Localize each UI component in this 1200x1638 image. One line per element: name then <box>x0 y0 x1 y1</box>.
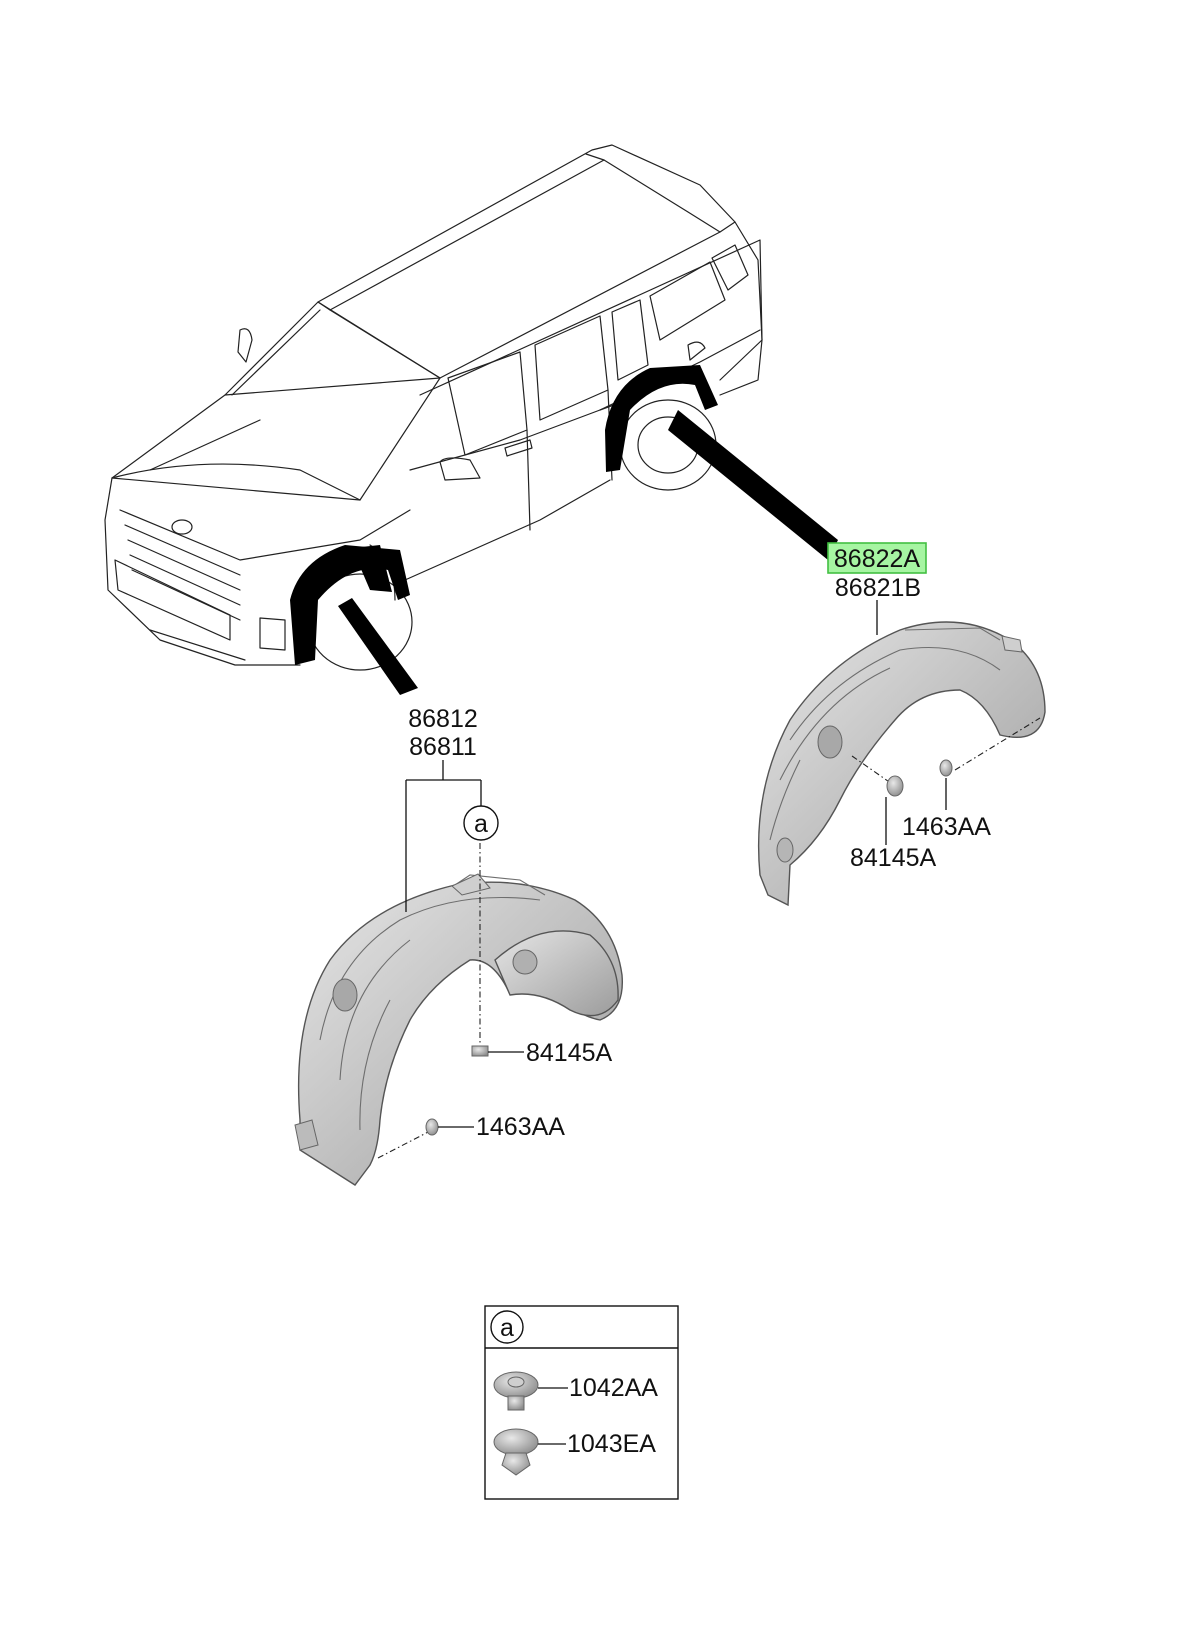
rear-nut-label[interactable]: 84145A <box>850 844 937 872</box>
front-screw-axis <box>377 1129 433 1159</box>
front-screw-label[interactable]: 1463AA <box>476 1113 565 1141</box>
legend-item-1043EA[interactable]: 1043EA <box>567 1430 656 1458</box>
part-86812-label[interactable]: 86812 <box>408 705 478 733</box>
fastener-legend-box: a 1042AA 1043EA <box>484 1305 679 1500</box>
legend-header-circle[interactable]: a <box>490 1310 524 1344</box>
part-86822A-text: 86822A <box>834 545 921 573</box>
part-86822A-label[interactable]: 86822A <box>827 542 927 574</box>
clip-1043EA-icon <box>493 1428 539 1476</box>
rear-wheel-liner <box>757 621 1046 907</box>
part-86821B-label[interactable]: 86821B <box>835 574 921 602</box>
legend-header-letter: a <box>500 1314 514 1342</box>
front-fender-band <box>290 545 410 665</box>
rear-nut-icon <box>886 775 904 797</box>
rear-screw-icon <box>939 759 953 777</box>
legend-item-1042AA[interactable]: 1042AA <box>569 1374 658 1402</box>
callout-a-letter: a <box>474 810 488 838</box>
front-nut-label[interactable]: 84145A <box>526 1039 613 1067</box>
front-screw-icon <box>425 1118 439 1136</box>
front-leader-band <box>338 598 418 695</box>
vehicle-outline <box>104 144 763 671</box>
rear-screw-axis <box>954 717 1041 771</box>
front-liner-bracket <box>405 760 482 912</box>
front-nut-icon <box>471 1045 489 1057</box>
front-wheel-liner <box>294 873 624 1186</box>
highlight-box <box>827 542 927 574</box>
clip-1042AA-icon <box>493 1371 539 1411</box>
rear-screw-label[interactable]: 1463AA <box>902 813 991 841</box>
rear-fender-band <box>605 365 718 472</box>
part-86811-label[interactable]: 86811 <box>409 733 477 761</box>
callout-a-circle[interactable]: a <box>463 805 499 841</box>
rear-leader-band <box>668 410 838 560</box>
